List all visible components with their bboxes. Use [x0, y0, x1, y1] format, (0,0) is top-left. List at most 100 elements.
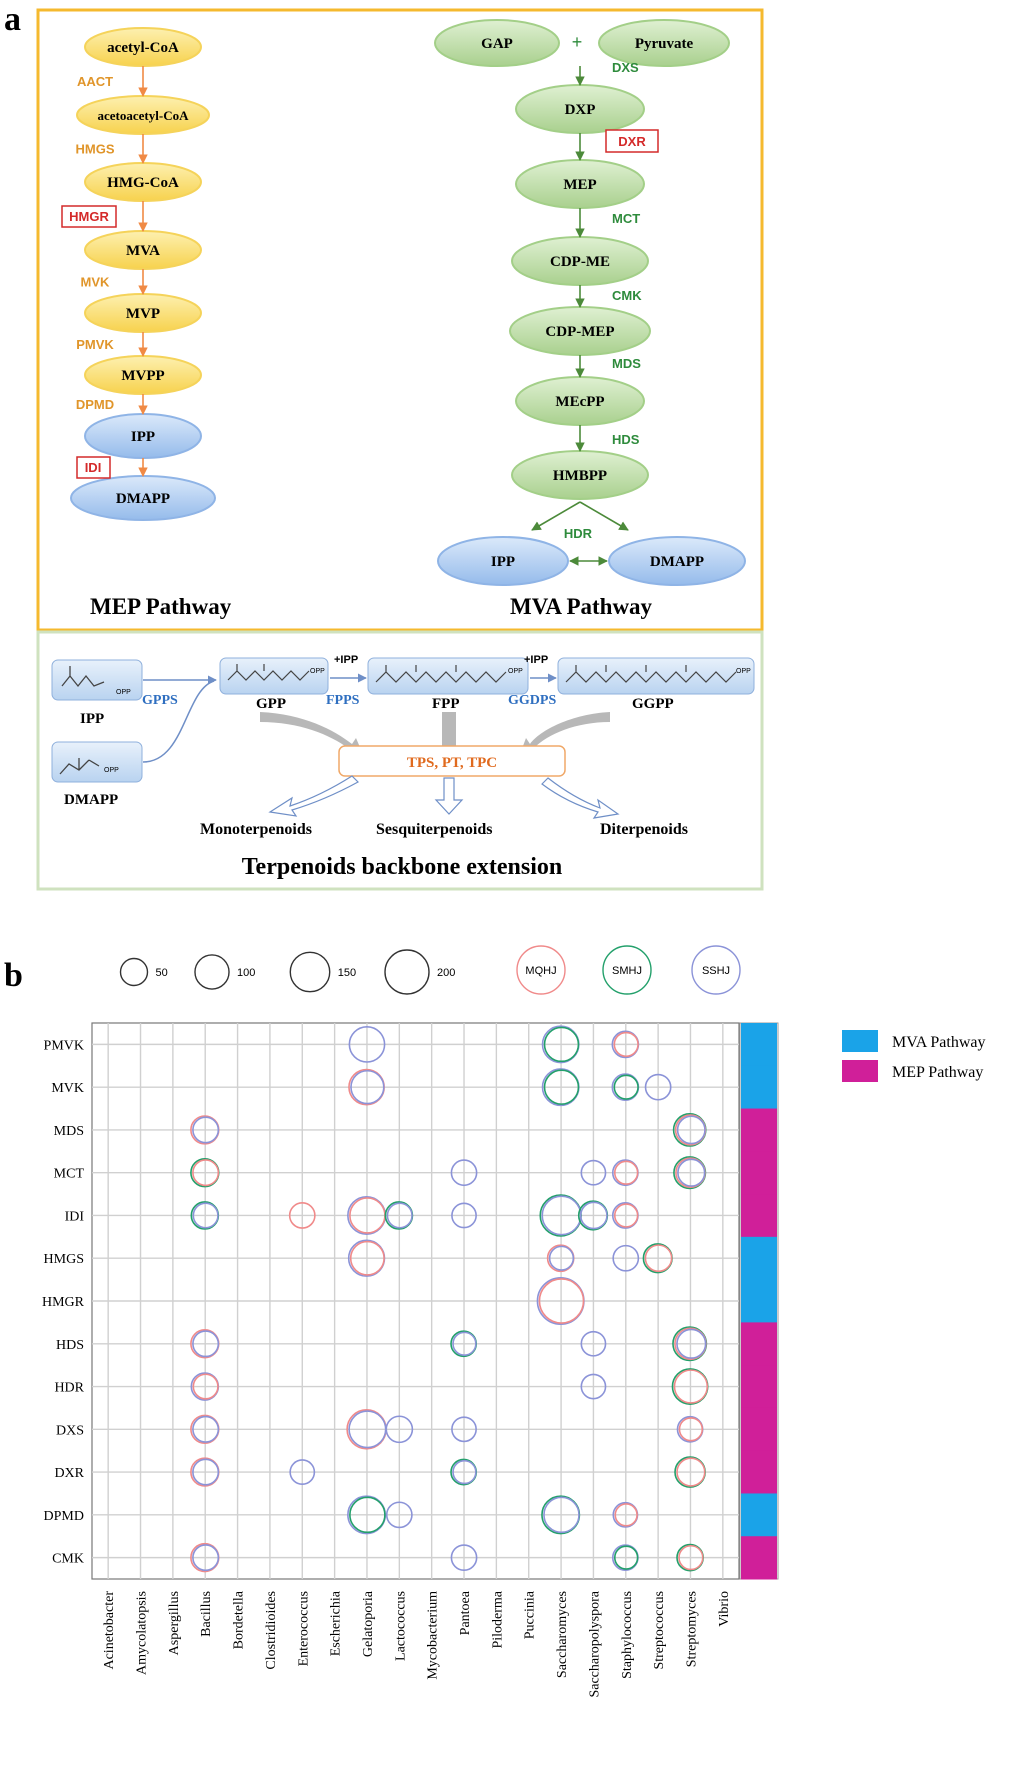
fpp-down-arrow [442, 712, 456, 748]
bubble-ring-sshj [580, 1330, 607, 1357]
bubble-ring-sshj [543, 1496, 580, 1534]
panel-b-label: b [4, 957, 23, 994]
bubble-ring-mqhj [288, 1202, 316, 1229]
pathway-bar-segment-pmvk [741, 1023, 777, 1067]
row-label-hmgr: HMGR [42, 1295, 85, 1310]
chart-grid [91, 1022, 740, 1580]
bubble-ring-sshj [548, 1245, 575, 1271]
node-label-mvp: MVP [126, 306, 160, 322]
bubble-hmgs-saccharomyces [546, 1244, 575, 1273]
left-pathway-title: MEP Pathway [90, 594, 232, 619]
pathway-frame [36, 8, 764, 632]
size-legend-circle-100 [194, 954, 230, 990]
bubble-ring-mqhj [678, 1417, 704, 1442]
size-legend-circle-150 [289, 951, 331, 993]
bubble-mct-streptomyces [673, 1156, 707, 1190]
group-legend-circle-mqhj [516, 945, 566, 995]
ggpp-label: GGPP [632, 696, 674, 712]
bubble-ring-smhj [349, 1496, 386, 1534]
plus-ipp-1: +IPP [334, 654, 358, 666]
group-legend-circle-sshj [691, 945, 741, 995]
bubble-ring-sshj [677, 1158, 706, 1187]
pathway-legend-swatch-mva-pathway [842, 1030, 878, 1052]
extension-section: OPP IPP OPP DMAPP GPPS OPP GPP +IPP FPPS… [51, 654, 755, 880]
mono-arrow [268, 775, 359, 817]
bubble-dxs-lactococcus [385, 1415, 414, 1444]
enzyme-mct: MCT [612, 211, 640, 226]
bubble-ring-sshj [451, 1416, 477, 1443]
column-label-staphylococcus: Staphylococcus [620, 1591, 635, 1679]
size-legend-label-50: 50 [156, 967, 168, 979]
fpp-molecule-box [367, 657, 529, 695]
highlight-box-idi [76, 456, 111, 479]
ggpp-structure [565, 665, 737, 683]
dmapp-opp-label: OPP [104, 767, 119, 774]
plus-ipp-2: +IPP [524, 654, 548, 666]
column-label-lactococcus: Lactococcus [393, 1591, 408, 1661]
pathway-bar-segment-hdr [741, 1365, 777, 1409]
column-label-amycolatopsis: Amycolatopsis [135, 1591, 150, 1675]
arrow-hdr-left [531, 501, 581, 531]
enzyme-mvk: MVK [81, 275, 111, 290]
bubble-ring-sshj [192, 1415, 220, 1443]
bubble-ring-sshj [289, 1459, 316, 1485]
node-dmapp-right [608, 536, 746, 586]
column-label-clostridioides: Clostridioides [264, 1591, 279, 1670]
row-labels: PMVKMVKMDSMCTIDIHMGSHMGRHDSHDRDXSDXRDPMD… [42, 1038, 85, 1566]
product-sesquiterpenoids: Sesquiterpenoids [376, 821, 492, 838]
pathway-legend-label-mva-pathway: MVA Pathway [892, 1034, 986, 1051]
size-legend-label-200: 200 [437, 967, 455, 979]
ggpp-curve-arrow [520, 712, 610, 754]
bubble-hds-saccharopolyspora [580, 1330, 607, 1357]
pathway-bar-segment-mvk [741, 1065, 777, 1110]
bubble-ring-smhj [543, 1026, 580, 1063]
bubble-ring-mqhj [678, 1544, 704, 1571]
extension-frame [36, 630, 764, 891]
bubble-ring-mqhj [673, 1369, 709, 1404]
row-label-pmvk: PMVK [44, 1038, 84, 1053]
bubble-dxr-pantoea [450, 1458, 478, 1486]
node-gap [434, 19, 560, 67]
bubble-mvk-gelatoporia [348, 1068, 385, 1106]
ggpp-molecule-box [557, 657, 755, 695]
bubble-ring-mqhj [613, 1031, 639, 1058]
ipp-molecule-box [51, 659, 143, 701]
bubble-ring-mqhj [538, 1278, 585, 1324]
column-label-vibrio: Vibrio [717, 1591, 732, 1627]
row-label-hdr: HDR [54, 1381, 84, 1396]
size-legend-label-150: 150 [338, 967, 356, 979]
bubble-idi-lactococcus [384, 1201, 414, 1230]
bubbles [190, 1025, 709, 1573]
dmapp-structure [59, 758, 100, 775]
bubble-ring-mqhj [192, 1159, 220, 1187]
node-label-dxp: DXP [565, 102, 596, 118]
bubble-ring-sshj [192, 1202, 219, 1229]
gpp-opp-label: OPP [310, 668, 325, 675]
node-ipp-right [437, 536, 569, 586]
bubble-hdr-bacillus [190, 1372, 220, 1401]
column-label-saccharomyces: Saccharomyces [555, 1591, 570, 1678]
bubble-pmvk-staphylococcus [611, 1030, 640, 1059]
bubble-dpmd-gelatoporia [347, 1495, 387, 1535]
ipp-opp-label: OPP [116, 689, 131, 696]
left-pathway: acetyl-CoAacetoacetyl-CoAHMG-CoAMVAMVPMV… [61, 27, 216, 521]
bubble-dxr-streptomyces [674, 1456, 706, 1488]
bubble-ring-sshj [450, 1159, 478, 1187]
bubble-mct-bacillus [190, 1157, 220, 1188]
pathway-bar-segment-dxr [741, 1450, 777, 1494]
bubble-ring-sshj [348, 1025, 386, 1063]
enzyme-dpmd: DPMD [76, 397, 114, 412]
bubble-hdr-saccharopolyspora [580, 1373, 607, 1400]
node-label-cdp-me: CDP-ME [550, 254, 610, 270]
bubble-chart: PMVKMVKMDSMCTIDIHMGSHMGRHDSHDRDXSDXRDPMD… [42, 1022, 779, 1698]
bubble-ring-sshj [612, 1244, 640, 1272]
bubble-cmk-bacillus [190, 1542, 220, 1573]
gpp-molecule-box [219, 657, 329, 695]
fpp-label: FPP [432, 696, 460, 712]
row-label-dpmd: DPMD [44, 1509, 84, 1524]
bubble-dpmd-lactococcus [385, 1501, 413, 1529]
gpps-label: GPPS [142, 693, 178, 708]
dmapp-to-gpp-arrow [142, 680, 215, 763]
